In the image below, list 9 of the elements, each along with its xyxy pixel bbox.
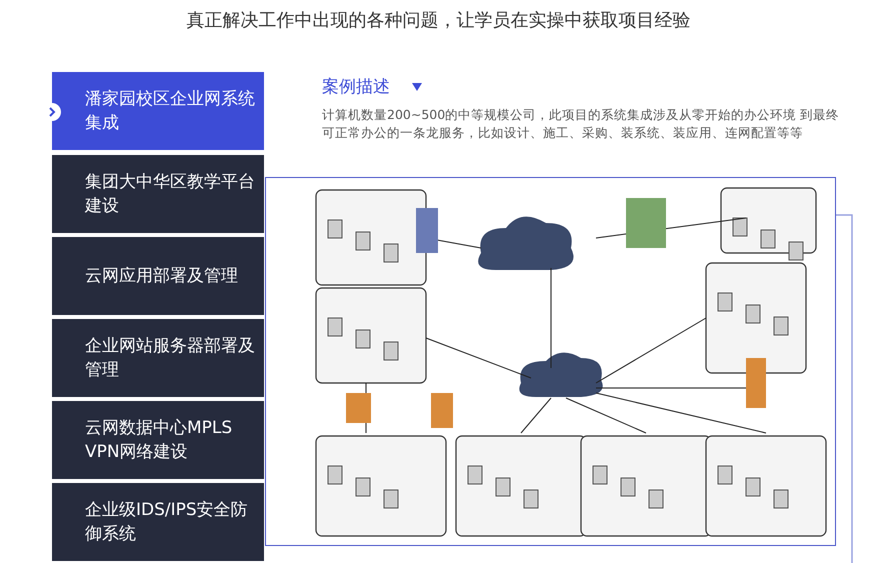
description-text: 计算机数量200~500的中等规模公司，此项目的系统集成涉及从零开始的办公环境 到最终可正常办公的一条龙服务，比如设计、施工、采购、装系统、装应用、连网配置等等 <box>322 106 840 142</box>
section-heading: 案例描述 <box>322 76 390 98</box>
menu-tab: 云网数据中心MPLS VPN网络建设 <box>52 401 264 479</box>
menu-tab: 企业网站服务器部署及管理 <box>52 319 264 397</box>
page-title: 真正解决工作中出现的各种问题，让学员在实操中获取项目经验 <box>186 9 692 32</box>
network-diagram-picture <box>265 177 836 546</box>
menu-tab: 云网应用部署及管理 <box>52 237 264 315</box>
menu-tab: 集团大中华区教学平台建设 <box>52 155 264 233</box>
menu-tab: 企业级IDS/IPS安全防御系统 <box>52 483 264 561</box>
